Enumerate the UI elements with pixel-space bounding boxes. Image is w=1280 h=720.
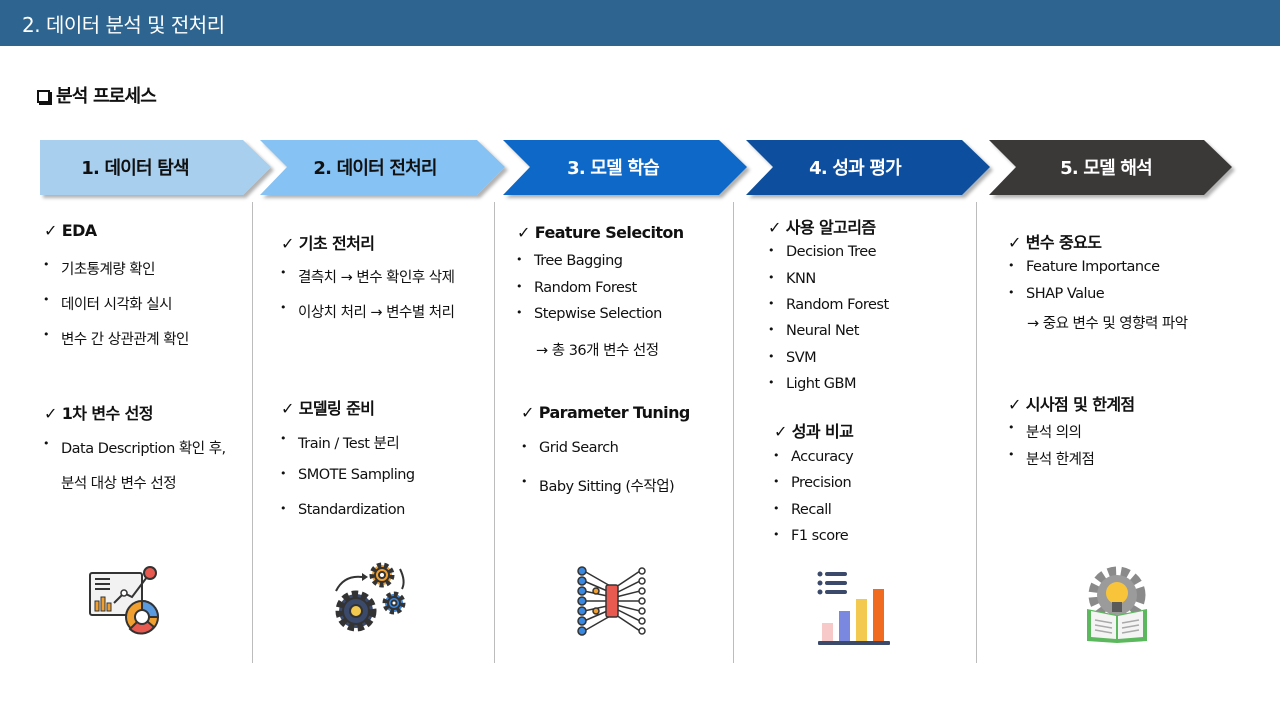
col3-heading-tuning: ✓ Parameter Tuning bbox=[521, 403, 690, 422]
list-item: 데이터 시각화 실시 bbox=[43, 293, 172, 314]
gears-icon bbox=[335, 562, 406, 632]
col4-heading-compare: ✓ 성과 비교 bbox=[774, 422, 854, 441]
section-title: 분석 프로세스 bbox=[37, 82, 157, 108]
list-item: Feature Importance bbox=[1008, 259, 1160, 275]
bar-chart-icon bbox=[817, 571, 890, 645]
list-item: Train / Test 분리 bbox=[280, 432, 400, 453]
lightbulb-book-icon bbox=[1087, 566, 1147, 643]
step-label-1: 1. 데이터 탐색 bbox=[81, 158, 189, 179]
dashboard-chart-icon bbox=[89, 566, 160, 635]
col2-heading-modeling: ✓ 모델링 준비 bbox=[281, 399, 375, 418]
list-item: Precision bbox=[773, 475, 852, 491]
column-divider bbox=[976, 202, 977, 663]
step-label-5: 5. 모델 해석 bbox=[1060, 158, 1153, 179]
col3-heading-feature: ✓ Feature Seleciton bbox=[517, 223, 684, 242]
neural-network-icon bbox=[577, 566, 646, 636]
step-label-4: 4. 성과 평가 bbox=[809, 158, 902, 179]
checkbox-icon bbox=[37, 90, 50, 103]
list-item: SVM bbox=[768, 350, 817, 366]
step-label-3: 3. 모델 학습 bbox=[567, 158, 660, 179]
list-item: Random Forest bbox=[768, 297, 889, 313]
list-item: Recall bbox=[773, 502, 832, 518]
list-item: Light GBM bbox=[768, 376, 857, 392]
list-item: Data Description 확인 후, bbox=[43, 437, 226, 458]
list-item: Random Forest bbox=[516, 280, 637, 296]
list-note: → 중요 변수 및 영향력 파악 bbox=[1027, 316, 1188, 332]
list-item: 결측치 → 변수 확인후 삭제 bbox=[280, 266, 455, 287]
list-item: Standardization bbox=[280, 502, 405, 518]
list-item: KNN bbox=[768, 271, 816, 287]
list-item: SMOTE Sampling bbox=[280, 467, 415, 483]
column-divider bbox=[252, 202, 253, 663]
col1-heading-selection: ✓ 1차 변수 선정 bbox=[44, 404, 153, 423]
list-note: → 총 36개 변수 선정 bbox=[536, 343, 659, 359]
column-divider bbox=[494, 202, 495, 663]
list-item: 분석 의의 bbox=[1008, 421, 1082, 442]
col4-heading-algorithms: ✓ 사용 알고리즘 bbox=[768, 218, 876, 237]
list-item: Decision Tree bbox=[768, 244, 877, 260]
section-title-text: 분석 프로세스 bbox=[56, 86, 157, 107]
col2-heading-basic: ✓ 기초 전처리 bbox=[281, 234, 375, 253]
list-item: 기초통계량 확인 bbox=[43, 258, 156, 279]
list-item: Baby Sitting (수작업) bbox=[521, 475, 675, 496]
list-item: 이상치 처리 → 변수별 처리 bbox=[280, 301, 455, 322]
list-item: Accuracy bbox=[773, 449, 854, 465]
col1-heading-eda: ✓ EDA bbox=[44, 221, 97, 240]
list-item: Neural Net bbox=[768, 323, 859, 339]
col5-heading-limits: ✓ 시사점 및 한계점 bbox=[1008, 395, 1135, 414]
list-item: 분석 한계점 bbox=[1008, 448, 1095, 469]
list-item: SHAP Value bbox=[1008, 286, 1105, 302]
list-item: 변수 간 상관관계 확인 bbox=[43, 328, 189, 349]
col5-heading-importance: ✓ 변수 중요도 bbox=[1008, 233, 1102, 252]
list-item: Grid Search bbox=[521, 440, 619, 456]
list-item: Stepwise Selection bbox=[516, 306, 662, 322]
header-bar: 2. 데이터 분석 및 전처리 bbox=[0, 0, 1280, 46]
list-item: Tree Bagging bbox=[516, 253, 623, 269]
list-note: 분석 대상 변수 선정 bbox=[61, 476, 177, 492]
list-item: F1 score bbox=[773, 528, 849, 544]
step-label-2: 2. 데이터 전처리 bbox=[313, 158, 437, 179]
page-title: 2. 데이터 분석 및 전처리 bbox=[22, 13, 225, 37]
column-divider bbox=[733, 202, 734, 663]
